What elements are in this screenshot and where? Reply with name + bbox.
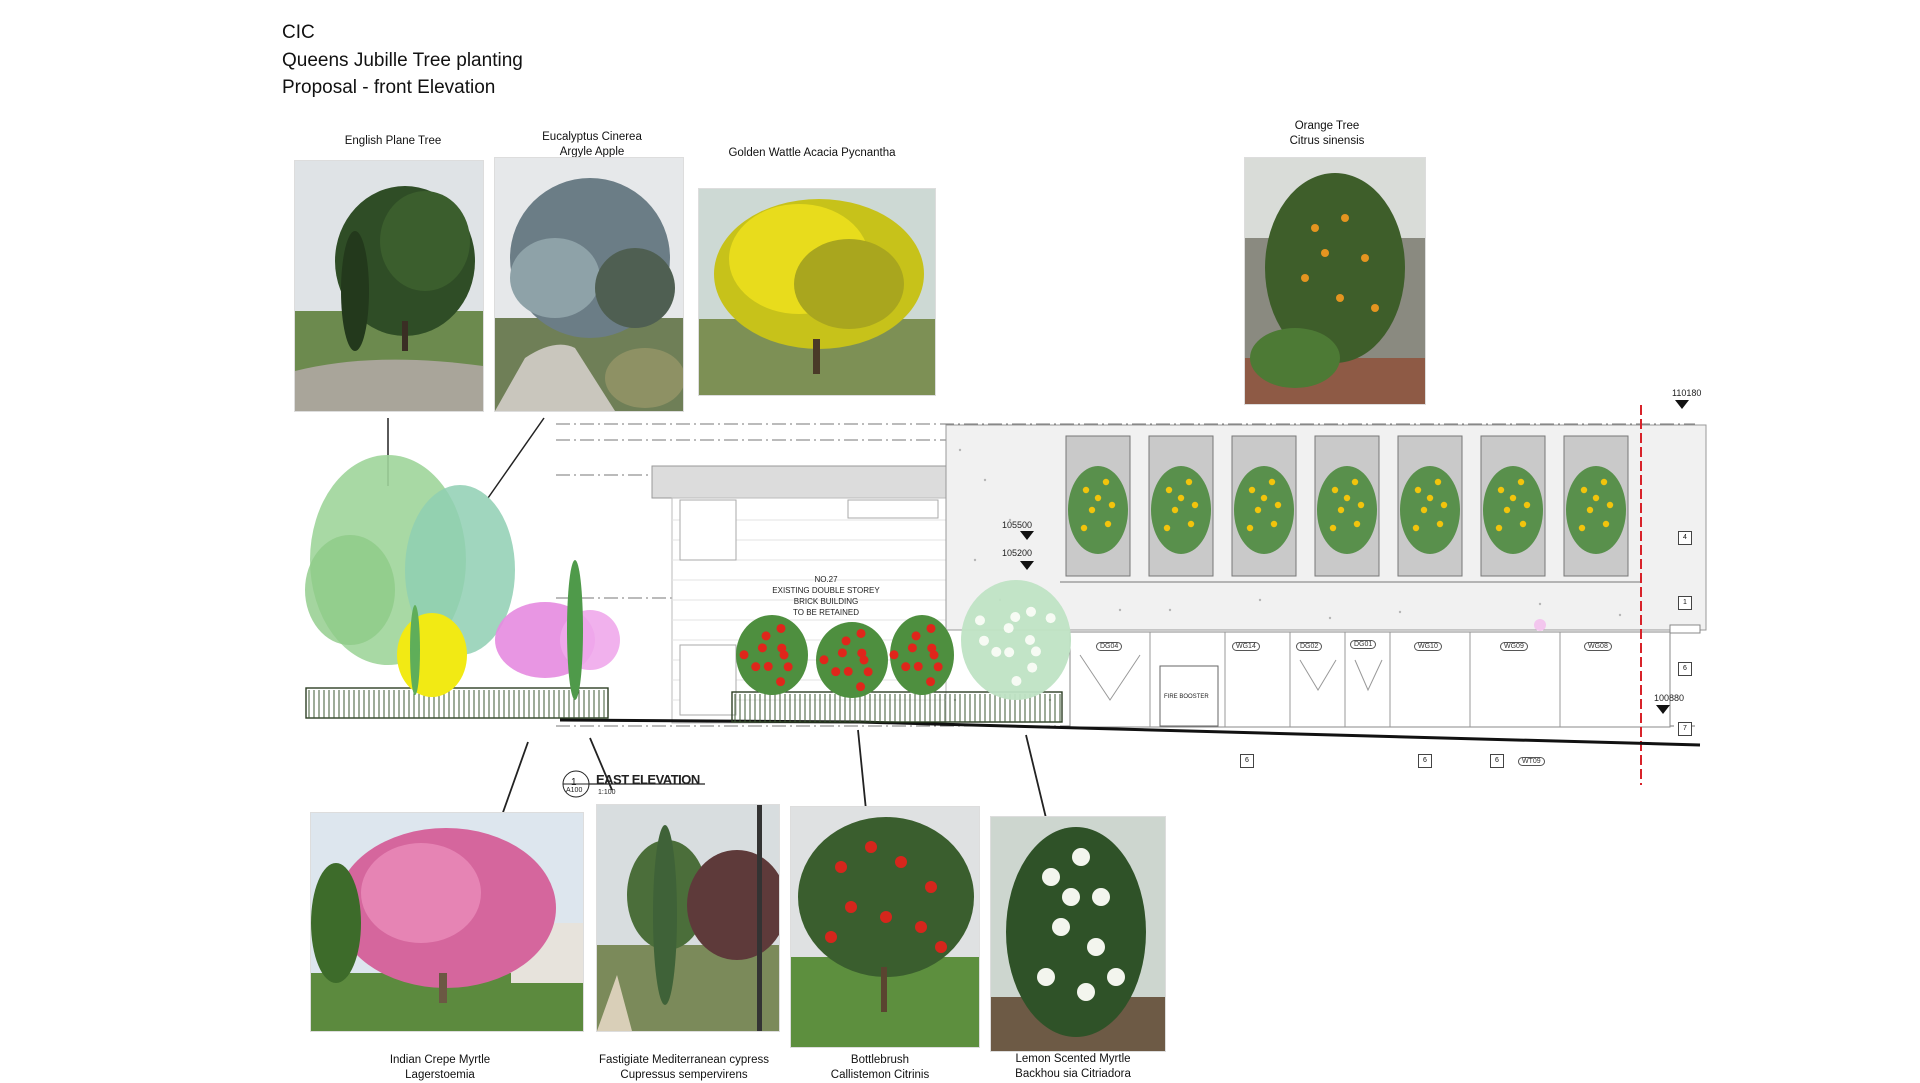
door-tag: DG02	[1296, 642, 1323, 651]
door-tag: WG09	[1500, 642, 1528, 651]
photo-cypress	[596, 804, 780, 1032]
photo-orange-tree	[1244, 157, 1426, 405]
view-title: EAST ELEVATION	[596, 772, 700, 787]
level-markers	[1020, 400, 1689, 714]
building-note: NO.27 EXISTING DOUBLE STOREY BRICK BUILD…	[766, 574, 886, 618]
caption-name: Eucalyptus Cinerea	[542, 131, 642, 143]
door-tag: WG10	[1414, 642, 1442, 651]
bottom-tag: 6	[1418, 754, 1432, 768]
caption-name: Fastigiate Mediterranean cypress	[598, 1054, 770, 1066]
caption-name: Indian Crepe Myrtle	[389, 1054, 491, 1066]
caption-sub: Lagerstoemia	[405, 1069, 475, 1081]
cypress-illustration	[410, 560, 583, 700]
door-tag: DG01	[1350, 640, 1377, 649]
caption-sub: Citrus sinensis	[1289, 135, 1365, 147]
bottom-tag: 6	[1240, 754, 1254, 768]
caption-lemon-myrtle: Lemon Scented Myrtle Backhou sia Citriad…	[1015, 1052, 1131, 1082]
title-line-1: CIC	[282, 22, 315, 43]
photo-english-plane	[294, 160, 484, 412]
orange-tree-illustration	[1234, 466, 1294, 554]
bottlebrush-illustrations	[736, 615, 954, 698]
sheet-ref: A100	[566, 787, 583, 794]
crepe-myrtle-illustration	[495, 602, 620, 678]
grid-marker: 4	[1678, 531, 1692, 545]
caption-orange-tree: Orange Tree Citrus sinensis	[1290, 119, 1365, 149]
door-tag: WG14	[1232, 642, 1260, 651]
caption-sub: Cupressus sempervirens	[620, 1069, 748, 1081]
caption-sub: Backhou sia Citriadora	[1015, 1068, 1131, 1080]
level-105500: 105500	[1002, 520, 1033, 530]
caption-english-plane: English Plane Tree	[345, 134, 442, 149]
leader-myrtle	[1025, 734, 1047, 819]
photo-bottlebrush	[790, 806, 980, 1048]
photo-crepe-myrtle	[310, 812, 584, 1032]
view-scale: 1:100	[598, 789, 616, 796]
view-number: 1	[571, 777, 577, 788]
caption-crepe-myrtle: Indian Crepe Myrtle Lagerstoemia	[390, 1053, 490, 1083]
caption-name: English Plane Tree	[344, 135, 442, 147]
caption-eucalyptus: Eucalyptus Cinerea Argyle Apple	[542, 130, 642, 160]
photo-eucalyptus	[494, 157, 684, 412]
leader-eucalyptus	[487, 417, 545, 499]
title-line-3: Proposal - front Elevation	[282, 77, 496, 98]
building-note-line: BRICK BUILDING	[793, 597, 859, 606]
lemon-myrtle-illustration	[961, 580, 1071, 700]
door-tag: WG08	[1584, 642, 1612, 651]
fence-left	[305, 687, 609, 719]
grid-marker: 1	[1678, 596, 1692, 610]
bottom-tag: 6	[1490, 754, 1504, 768]
leader-bottlebrush	[857, 729, 867, 811]
eucalyptus-illustration	[405, 485, 515, 655]
existing-building	[651, 465, 947, 724]
photo-lemon-myrtle	[990, 816, 1166, 1052]
fence-right	[731, 691, 1063, 723]
level-110180: 110180	[1672, 388, 1702, 398]
orange-tree-illustration	[1151, 466, 1211, 554]
grid-marker: 6	[1678, 662, 1692, 676]
fire-booster-label: FIRE BOOSTER	[1164, 694, 1209, 700]
level-100880: 100880	[1654, 693, 1685, 703]
caption-sub: Argyle Apple	[559, 146, 625, 158]
caption-golden-wattle: Golden Wattle Acacia Pycnantha	[728, 146, 895, 161]
orange-tree-illustration	[1566, 466, 1626, 554]
orange-trees-row	[1068, 466, 1626, 554]
caption-cypress: Fastigiate Mediterranean cypress Cupress…	[599, 1053, 769, 1083]
level-105200: 105200	[1002, 548, 1033, 558]
door-tag: DG04	[1096, 642, 1123, 651]
orange-tree-illustration	[1483, 466, 1543, 554]
building-note-line: NO.27	[814, 575, 838, 584]
building-note-line: TO BE RETAINED	[793, 608, 859, 617]
orange-tree-illustration	[1400, 466, 1460, 554]
caption-name: Bottlebrush	[850, 1054, 910, 1066]
wattle-illustration	[397, 613, 467, 697]
caption-name: Golden Wattle Acacia Pycnantha	[728, 147, 896, 159]
building-note-line: EXISTING DOUBLE STOREY	[772, 586, 880, 595]
orange-tree-illustration	[1317, 466, 1377, 554]
caption-name: Lemon Scented Myrtle	[1015, 1053, 1131, 1065]
caption-name: Orange Tree	[1294, 120, 1360, 132]
grid-marker: 7	[1678, 722, 1692, 736]
caption-sub: Callistemon Citrinis	[830, 1069, 930, 1081]
photo-golden-wattle	[698, 188, 936, 396]
leader-cypress	[589, 737, 613, 791]
caption-bottlebrush: Bottlebrush Callistemon Citrinis	[831, 1053, 929, 1083]
bottom-tag: WT09	[1518, 757, 1545, 766]
title-line-2: Queens Jubille Tree planting	[282, 50, 523, 71]
orange-tree-illustration	[1068, 466, 1128, 554]
